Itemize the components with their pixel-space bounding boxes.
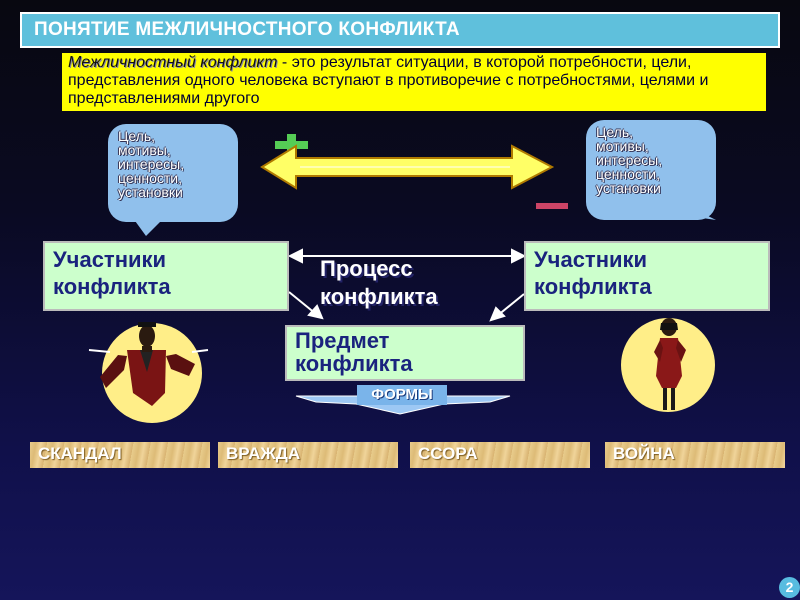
participants-right-box: Участники конфликта <box>524 241 770 311</box>
process-line: конфликта <box>320 284 438 309</box>
form-box-quarrel: ССОРА <box>410 442 590 468</box>
process-arrows <box>287 248 527 322</box>
definition-box: Межличностный конфликт - это результат с… <box>62 53 766 111</box>
bubble-right-line: мотивы, <box>596 138 649 154</box>
slide-title: ПОНЯТИЕ МЕЖЛИЧНОСТНОГО КОНФЛИКТА <box>34 19 460 40</box>
definition-text: - это результат ситуации, в которой потр… <box>68 54 709 107</box>
participants-right-line: Участники <box>534 247 648 272</box>
participants-left-line: конфликта <box>53 274 171 299</box>
subject-box: Предмет конфликта <box>285 325 525 381</box>
bubble-left-line: интересы, <box>118 156 185 172</box>
definition-term: Межличностный конфликт <box>68 54 278 71</box>
form-box-war: ВОЙНА <box>605 442 785 468</box>
participants-right-line: конфликта <box>534 274 652 299</box>
bubble-left-line: ценности, <box>118 170 183 186</box>
subject-line: конфликта <box>295 351 413 376</box>
participants-left-box: Участники конфликта <box>43 241 289 311</box>
forms-label-bg <box>357 385 447 405</box>
bubble-left-line: установки <box>118 184 183 200</box>
participants-left-line: Участники <box>53 247 167 272</box>
form-box-enmity: ВРАЖДА <box>218 442 398 468</box>
bubble-right-line: установки <box>596 180 661 196</box>
man-silhouette-icon <box>88 322 209 423</box>
page-number-badge: 2 <box>779 577 800 598</box>
form-box-scandal: СКАНДАЛ <box>30 442 210 468</box>
woman-silhouette-icon <box>621 318 715 412</box>
bubble-right-line: интересы, <box>596 152 663 168</box>
process-label: Процесс конфликта <box>320 255 438 311</box>
bubble-right-line: ценности, <box>596 166 661 182</box>
minus-sign-icon <box>536 203 568 209</box>
subject-line: Предмет <box>295 328 390 353</box>
double-arrow-icon <box>260 144 555 190</box>
bubble-left: Цель, мотивы, интересы, ценности, устано… <box>108 124 238 222</box>
bubble-right: Цель, мотивы, интересы, ценности, устано… <box>586 120 716 220</box>
forms-label: ФОРМЫ <box>371 386 433 403</box>
process-line: Процесс <box>320 256 413 281</box>
bubble-left-line: мотивы, <box>118 142 171 158</box>
bubble-left-line: Цель, <box>118 128 156 144</box>
bubble-right-line: Цель, <box>596 124 634 140</box>
title-bar: ПОНЯТИЕ МЕЖЛИЧНОСТНОГО КОНФЛИКТА <box>20 12 780 48</box>
plus-sign-icon <box>275 134 308 156</box>
